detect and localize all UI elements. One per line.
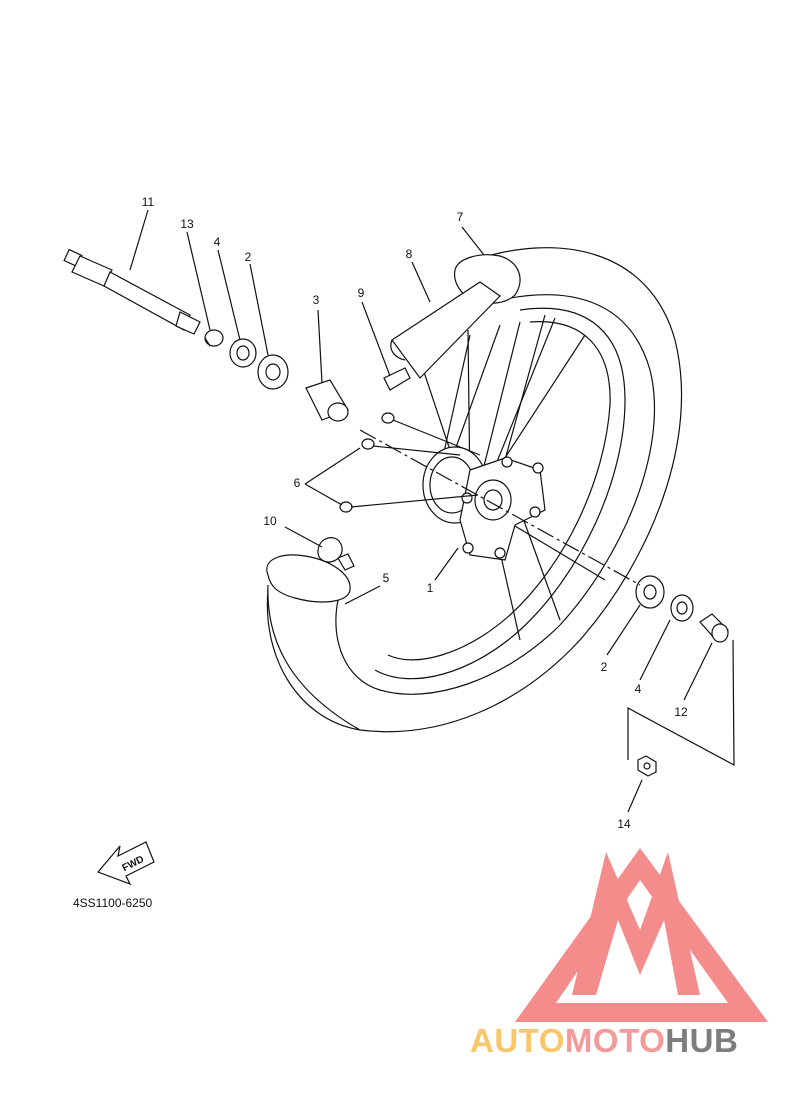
nut-14 [637, 755, 657, 777]
svg-text:AUTOMOTOHUB: AUTOMOTOHUB [470, 1022, 738, 1059]
callout-10: 10 [263, 514, 277, 528]
oil-seal-4-left [229, 338, 257, 368]
callout-5: 5 [383, 571, 390, 585]
bolts-6 [339, 412, 481, 513]
spacer-3 [305, 379, 349, 422]
callout-3: 3 [313, 293, 320, 307]
tube-10 [317, 537, 355, 571]
callout-labels: 11 13 4 2 3 9 8 7 6 10 5 1 2 4 12 14 [142, 195, 688, 831]
callout-2-right: 2 [601, 660, 608, 674]
callout-4-right: 4 [635, 682, 642, 696]
leader-lines [129, 209, 713, 813]
axle [63, 248, 201, 335]
wordmark-moto: MOTO [565, 1022, 665, 1059]
callout-2-left: 2 [245, 250, 252, 264]
callout-4-left: 4 [214, 235, 221, 249]
callout-9: 9 [358, 286, 365, 300]
callout-14: 14 [617, 817, 631, 831]
hub [422, 446, 546, 561]
collar-12 [699, 613, 729, 643]
collar-13 [204, 329, 224, 347]
wordmark-hub: HUB [665, 1022, 738, 1059]
rim-band [390, 281, 501, 379]
callout-7: 7 [457, 210, 464, 224]
callout-6: 6 [294, 476, 301, 490]
callout-12: 12 [674, 705, 688, 719]
callout-11: 11 [142, 195, 155, 209]
wheel-assembly [266, 247, 683, 733]
watermark-wordmark: AUTOMOTOHUB [470, 1022, 738, 1059]
callout-13: 13 [180, 217, 194, 231]
wordmark-auto: AUTO [470, 1022, 565, 1059]
bearing-2-right [635, 575, 665, 609]
callout-8: 8 [406, 247, 413, 261]
fwd-arrow-icon: FWD [96, 841, 155, 886]
valve [383, 367, 411, 391]
diagram-code: 4SS1100-6250 [73, 896, 153, 910]
triangle-m-logo-icon [515, 848, 768, 1022]
bearing-2-left [257, 354, 289, 390]
callout-1: 1 [427, 581, 434, 595]
oil-seal-4-right [670, 594, 694, 622]
